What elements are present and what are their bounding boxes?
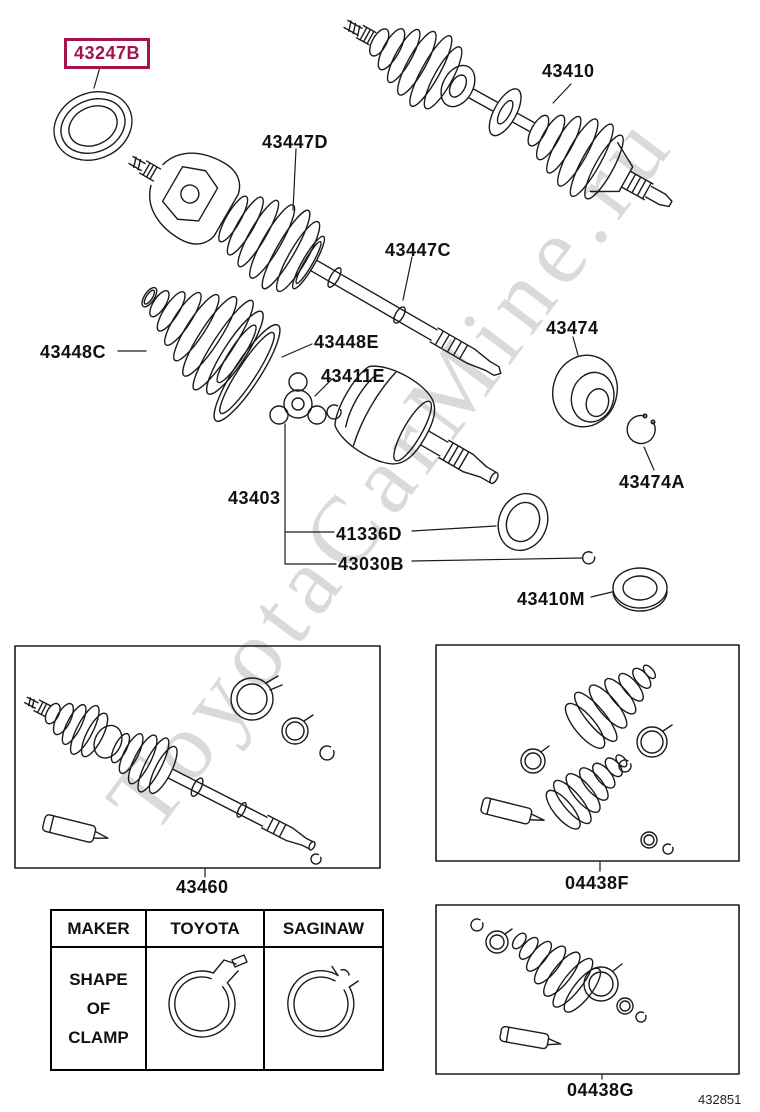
seal-43247B-drawing [53,91,133,161]
part-label-43403[interactable]: 43403 [228,488,281,508]
table-header-saginaw: SAGINAW [265,911,382,948]
clamp-table: MAKER TOYOTA SAGINAW SHAPE OF CLAMP [50,909,384,1071]
part-label-43448E[interactable]: 43448E [314,332,380,352]
kit-label-04438G[interactable]: 04438G [567,1080,635,1100]
snapring-43474A-drawing [626,413,656,445]
part-label-41336D[interactable]: 41336D [336,524,403,544]
watermark: ToyotaCarMine.ru [85,90,695,850]
of-line: OF [86,998,111,1018]
part-label-43247B[interactable]: 43247B [64,38,151,69]
ring-41336D-drawing [497,492,549,552]
part-label-43447C[interactable]: 43447C [385,240,452,260]
part-label-43410M[interactable]: 43410M [517,589,586,609]
diagram-code: 432851 [698,1092,742,1107]
clamp-line: CLAMP [68,1027,129,1047]
kit-box-04438F [435,644,740,862]
part-label-43474[interactable]: 43474 [546,318,599,338]
part-label-43447D[interactable]: 43447D [262,132,329,152]
table-header-maker: MAKER [52,911,147,948]
table-cell-shape-of-clamp: SHAPE OF CLAMP [52,948,147,1069]
kit-label-43460[interactable]: 43460 [176,877,229,897]
part-label-43030B[interactable]: 43030B [338,554,405,574]
kit-box-04438G [435,904,740,1075]
clip-43030B-drawing [581,551,596,565]
part-label-43411E[interactable]: 43411E [321,366,386,386]
part-label-43448C[interactable]: 43448C [40,342,107,362]
clamp-43448E-drawing [213,323,281,423]
part-label-43410[interactable]: 43410 [542,61,595,81]
cover-43474-drawing [552,354,618,428]
kit-label-04438F[interactable]: 04438F [565,873,630,893]
table-header-toyota: TOYOTA [147,911,265,948]
boot-43448C-drawing [141,286,264,395]
table-cell-saginaw-clamp [265,948,382,1069]
shape-line: SHAPE [69,969,128,989]
seal-43410M-drawing [612,567,668,612]
part-label-43474A[interactable]: 43474A [619,472,686,492]
table-cell-toyota-clamp [147,948,265,1069]
